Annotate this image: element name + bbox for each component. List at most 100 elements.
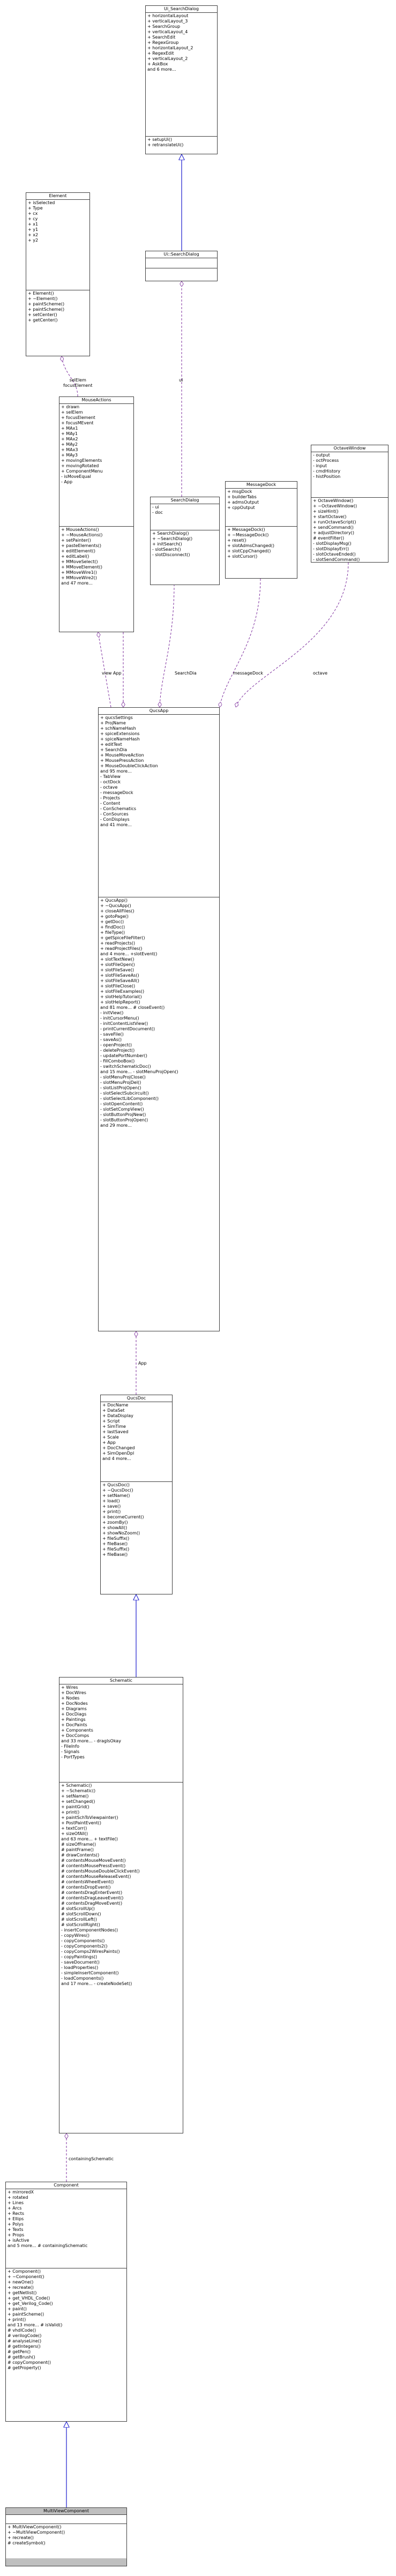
class-qucsdoc[interactable]: QucsDoc + DocName+ DataSet+ DataDisplay+… bbox=[100, 1395, 173, 1594]
method-item: + load() bbox=[102, 1499, 120, 1503]
method-item: - slotSetCompView() bbox=[100, 1107, 144, 1112]
attribute-item: - PortTypes bbox=[61, 1755, 85, 1759]
method-list: + setupUi()+ retranslateUi() bbox=[146, 137, 217, 148]
method-item: + ~QucsDoc() bbox=[102, 1488, 133, 1493]
method-item: + paintScheme() bbox=[28, 307, 65, 312]
method-item: - slotListProjOpen() bbox=[100, 1085, 141, 1090]
attribute-item: + MAx1 bbox=[61, 426, 78, 431]
attribute-item: - App bbox=[61, 480, 73, 484]
edge-label-app: App bbox=[138, 1361, 147, 1366]
class-qucsapp[interactable]: QucsApp + qucsSettings+ ProjName+ schNam… bbox=[98, 707, 220, 1331]
method-item: + paintScheme() bbox=[8, 2312, 44, 2317]
attribute-item: - isMoveEqual bbox=[61, 474, 91, 479]
class-mouseactions[interactable]: MouseActions + drawn+ selElem+ focusElem… bbox=[59, 396, 134, 632]
class-title: Schematic bbox=[59, 1678, 183, 1684]
method-item: - deleteProject() bbox=[100, 1048, 135, 1053]
method-item: + readProjectFiles() bbox=[100, 946, 143, 951]
method-list: + MultiViewComponent()+ ~MultiViewCompon… bbox=[6, 2524, 126, 2558]
method-item: + sendCommand() bbox=[313, 525, 354, 530]
method-item: and 63 more... + textFile() bbox=[61, 1837, 118, 1841]
method-item: - slotButtonProjNew() bbox=[100, 1112, 146, 1117]
method-item: # paintFrame() bbox=[61, 1847, 94, 1852]
class-schematic[interactable]: Schematic + Wires+ DocWires+ Nodes+ DocN… bbox=[59, 1677, 183, 2133]
attribute-item: + Type bbox=[28, 206, 43, 211]
method-item: - switchSchematicDoc() bbox=[100, 1064, 151, 1069]
method-item: + getSpiceFileFilter() bbox=[100, 935, 145, 940]
method-item: - slotMenuProjClose() bbox=[100, 1075, 146, 1080]
class-ui-namespace-searchdialog[interactable]: Ui::SearchDialog bbox=[145, 251, 218, 281]
method-item: - copyComponents2() bbox=[61, 1944, 108, 1949]
method-item: - openProject() bbox=[100, 1043, 132, 1047]
attribute-list: + qucsSettings+ ProjName+ schNameHash+ s… bbox=[99, 715, 219, 897]
method-item: - slotOpenContent() bbox=[100, 1102, 143, 1106]
method-item: # vhdlCode() bbox=[8, 2328, 36, 2333]
attribute-item: + MAx2 bbox=[61, 437, 78, 441]
method-item: # eventFilter() bbox=[313, 536, 345, 541]
method-item: + ~MouseActions() bbox=[61, 533, 103, 537]
edge-label-messagedock: messageDock bbox=[233, 671, 264, 676]
method-item: + recreate() bbox=[8, 2535, 34, 2540]
method-item: + SearchDialog() bbox=[152, 531, 189, 536]
attribute-item: + verticalLayout_2 bbox=[147, 56, 188, 61]
class-multiviewcomponent[interactable]: MultiViewComponent + MultiViewComponent(… bbox=[5, 2507, 127, 2566]
class-messagedock[interactable]: MessageDock + msgDock+ builderTabs+ adms… bbox=[225, 481, 297, 579]
method-item: + ~MessageDock() bbox=[227, 533, 269, 537]
method-item: - copyComponents() bbox=[61, 1938, 105, 1943]
attribute-list bbox=[6, 2515, 126, 2524]
attribute-item: + MousePressAction bbox=[100, 758, 144, 763]
class-octavewindow[interactable]: OctaveWindow - output- octProcess- input… bbox=[311, 445, 388, 563]
method-item: # verilogCode() bbox=[8, 2333, 42, 2338]
attribute-item: + cx bbox=[28, 211, 38, 216]
method-item: # getProperty() bbox=[8, 2365, 41, 2370]
method-item: + recreate() bbox=[8, 2285, 34, 2290]
edge-label-selelem-line2: focusElement bbox=[63, 383, 93, 388]
method-item: + slotFileSave() bbox=[100, 968, 134, 972]
method-item: + Element() bbox=[28, 291, 54, 296]
attribute-item: + Rects bbox=[8, 2211, 25, 2216]
method-item: + setName() bbox=[102, 1493, 130, 1498]
attribute-item: and 33 more... - dragIsOkay bbox=[61, 1739, 121, 1743]
attribute-item: + DocPaints bbox=[61, 1723, 87, 1727]
attribute-list: - output- octProcess- input- cmdHistory-… bbox=[311, 452, 388, 498]
class-title: Ui::SearchDialog bbox=[146, 251, 217, 258]
method-item: - slotSearch() bbox=[152, 547, 181, 552]
attribute-item: + Props bbox=[8, 2233, 25, 2237]
method-item: + save() bbox=[102, 1504, 121, 1509]
class-searchdialog[interactable]: SearchDialog - ui- doc + SearchDialog()+… bbox=[150, 497, 220, 585]
method-item: + ~SearchDialog() bbox=[152, 536, 193, 541]
attribute-item: - ConDisplays bbox=[100, 817, 130, 822]
attribute-item: - input bbox=[313, 463, 327, 468]
attribute-item: + MAy1 bbox=[61, 431, 78, 436]
attribute-list bbox=[146, 258, 217, 268]
method-item: - slotSelectLibComponent() bbox=[100, 1096, 159, 1101]
attribute-item: + y1 bbox=[28, 227, 39, 232]
attribute-item: + Scale bbox=[102, 1435, 119, 1440]
method-item: - fillComboBox() bbox=[100, 1059, 135, 1064]
method-item: - saveAs() bbox=[100, 1037, 122, 1042]
method-item: # drawContents() bbox=[61, 1853, 100, 1858]
method-item: + OctaveWindow() bbox=[313, 498, 354, 503]
attribute-item: - octave bbox=[100, 785, 118, 790]
class-ui-searchdialog[interactable]: Ui_SearchDialog + horizontalLayout+ vert… bbox=[145, 5, 218, 154]
attribute-item: - FileInfo bbox=[61, 1744, 79, 1749]
attribute-item: + qucsSettings bbox=[100, 715, 133, 720]
method-item: + textCorr() bbox=[61, 1826, 87, 1831]
method-item: + print() bbox=[61, 1810, 80, 1815]
edge-messagedock-usage bbox=[220, 578, 261, 707]
class-component[interactable]: Component + mirroredX+ rotated+ Lines+ A… bbox=[5, 2182, 127, 2422]
method-item: + getNetlist() bbox=[8, 2290, 37, 2295]
class-element[interactable]: Element + isSelected+ Type+ cx+ cy+ x1+ … bbox=[26, 192, 90, 356]
edge-label-octave: octave bbox=[313, 671, 327, 676]
attribute-item: + ComponentMenu bbox=[61, 469, 103, 474]
attribute-item: - ConSources bbox=[100, 812, 129, 817]
method-item: - slotSendCommand() bbox=[313, 557, 360, 562]
method-item: - simpleInsertComponent() bbox=[61, 1971, 119, 1975]
method-item: + pasteElements() bbox=[61, 543, 101, 548]
attribute-item: and 5 more... # containingSchematic bbox=[8, 2243, 88, 2248]
method-item: + print() bbox=[102, 1509, 121, 1514]
edge-label-selelem: selElem focusElement bbox=[63, 378, 92, 388]
method-item: # analyseLine() bbox=[8, 2339, 42, 2343]
method-item: # copyComponent() bbox=[8, 2360, 51, 2365]
attribute-item: - doc bbox=[152, 510, 163, 515]
attribute-item: + MouseMoveAction bbox=[100, 753, 144, 758]
